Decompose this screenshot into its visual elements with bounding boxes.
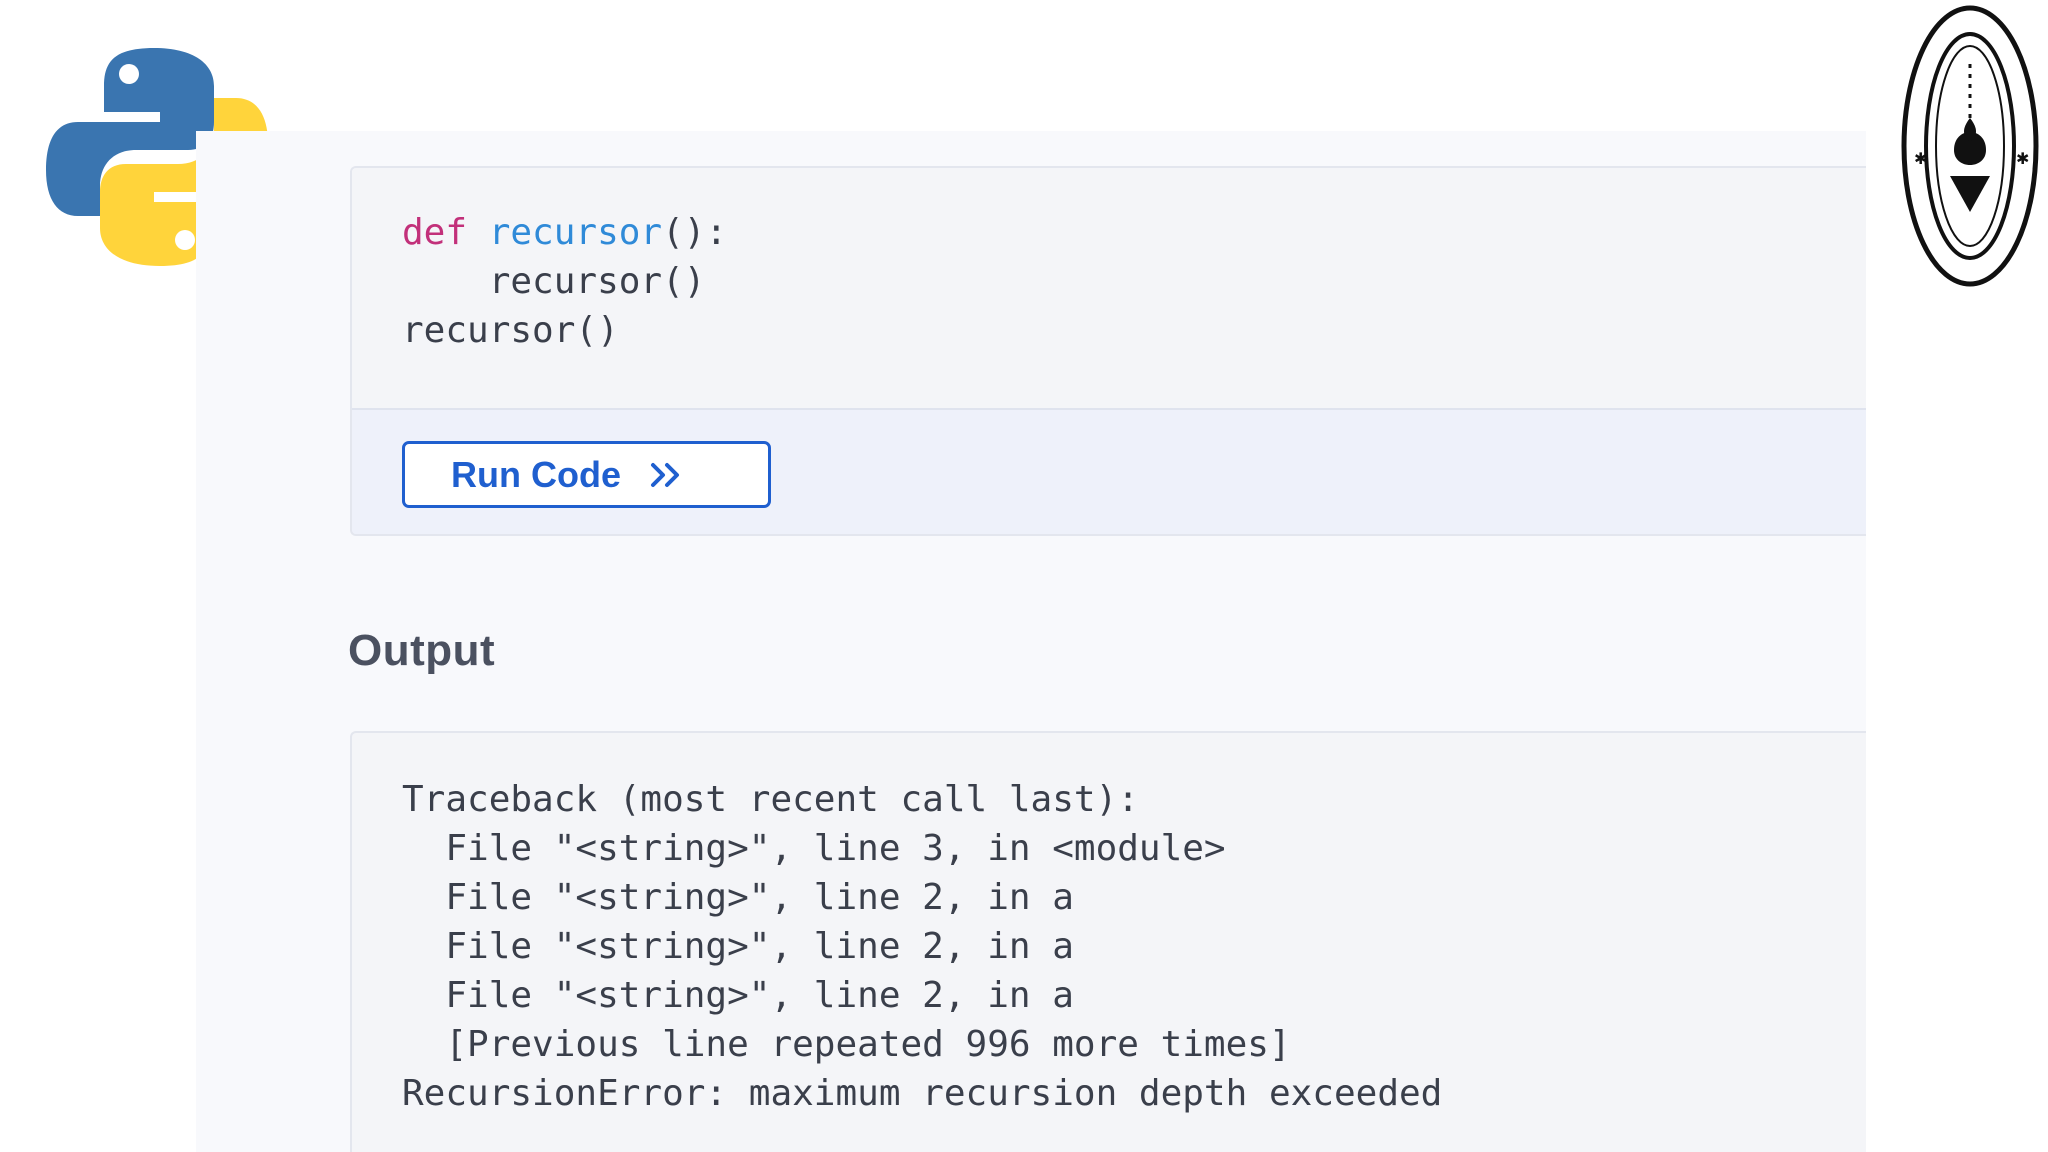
output-line: File "<string>", line 2, in a — [402, 926, 1074, 967]
output-line: File "<string>", line 2, in a — [402, 975, 1074, 1016]
run-code-label: Run Code — [451, 453, 621, 495]
code-line: recursor() — [402, 310, 619, 351]
output-heading: Output — [348, 626, 496, 675]
svg-text:✱: ✱ — [2016, 149, 2029, 168]
run-bar: Run Code — [352, 408, 1866, 534]
code-editor[interactable]: def recursor(): recursor() recursor() Ru… — [350, 166, 1866, 536]
code-area[interactable]: def recursor(): recursor() recursor() — [352, 168, 1866, 408]
code-line: def recursor(): — [402, 208, 727, 257]
output-console: Traceback (most recent call last): File … — [350, 731, 1866, 1152]
output-line: RecursionError: maximum recursion depth … — [402, 1073, 1443, 1114]
code-line: recursor() — [402, 261, 706, 302]
school-emblem: ✱ ✱ — [1901, 5, 2039, 287]
svg-text:✱: ✱ — [1914, 149, 1927, 168]
keyword-def: def — [402, 212, 489, 253]
run-code-button[interactable]: Run Code — [402, 441, 771, 508]
code-punctuation: (): — [662, 212, 728, 253]
output-line: File "<string>", line 2, in a — [402, 877, 1074, 918]
output-line: File "<string>", line 3, in <module> — [402, 828, 1226, 869]
output-line: [Previous line repeated 996 more times] — [402, 1024, 1291, 1065]
function-name: recursor — [488, 212, 663, 253]
output-line: Traceback (most recent call last): — [402, 779, 1139, 820]
double-chevron-right-icon — [650, 462, 679, 487]
